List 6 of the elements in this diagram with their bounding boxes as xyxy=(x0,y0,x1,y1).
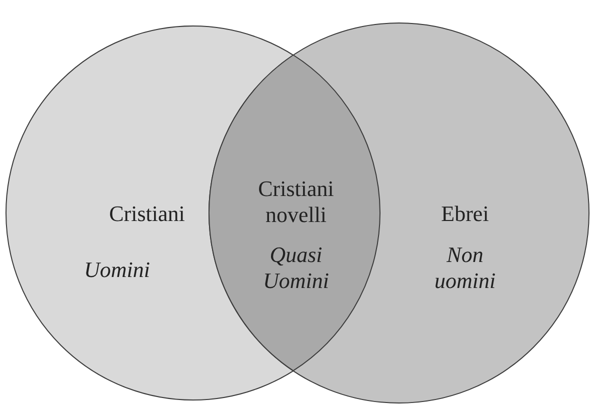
set-label: Cristiani novelli xyxy=(257,176,335,228)
category-label: Uomini xyxy=(83,257,151,283)
set-label: Cristiani xyxy=(108,201,186,227)
category-label: Quasi Uomini xyxy=(262,242,330,294)
category-label: Non uomini xyxy=(433,242,497,294)
set-label: Ebrei xyxy=(440,201,490,227)
